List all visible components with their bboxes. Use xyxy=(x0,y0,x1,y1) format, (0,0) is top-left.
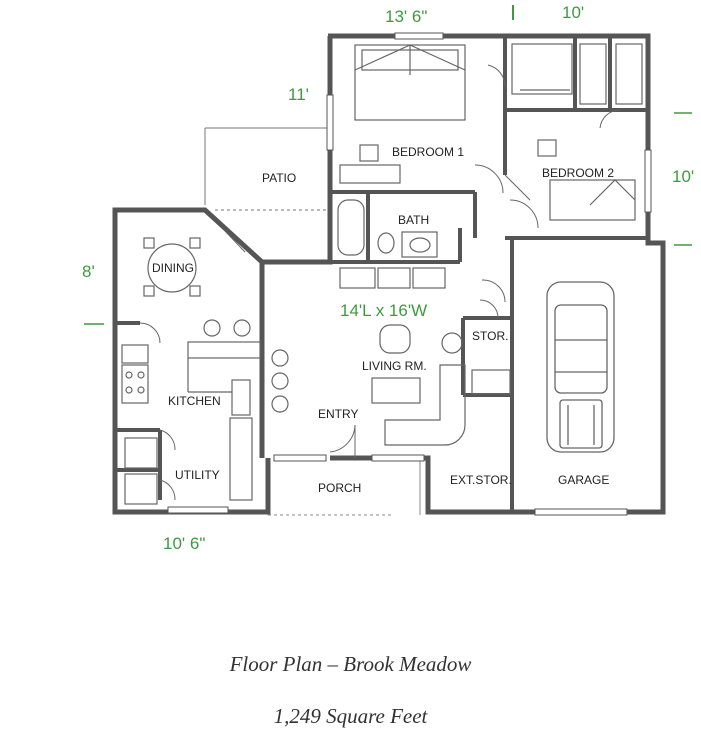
exterior-walls xyxy=(112,33,666,515)
label-stor: STOR. xyxy=(472,329,508,343)
label-ext-stor: EXT.STOR. xyxy=(450,473,512,487)
label-bath: BATH xyxy=(398,213,429,227)
interior-walls xyxy=(115,36,648,512)
bath-fixtures xyxy=(337,199,438,258)
label-garage: GARAGE xyxy=(558,473,609,487)
patio-area xyxy=(204,127,329,211)
label-kitchen: KITCHEN xyxy=(168,394,221,408)
dining-table xyxy=(143,237,201,297)
garage-car xyxy=(546,281,615,453)
dim-bottom: 10' 6" xyxy=(163,534,205,553)
label-utility: UTILITY xyxy=(175,468,220,482)
bedroom2-bed xyxy=(537,139,636,221)
door-swings xyxy=(139,64,621,501)
closets xyxy=(511,43,643,105)
label-bedroom1: BEDROOM 1 xyxy=(392,145,464,159)
dim-top-right: 10' xyxy=(562,3,584,22)
plan-title: Floor Plan – Brook Meadow xyxy=(229,652,472,676)
label-living: LIVING RM. xyxy=(362,359,427,373)
plan-area: 1,249 Square Feet xyxy=(273,704,428,728)
dim-right-bedroom: 10' xyxy=(672,167,694,186)
label-dining: DINING xyxy=(152,261,194,275)
dim-left-bedroom: 11' xyxy=(288,85,309,104)
label-entry: ENTRY xyxy=(318,407,358,421)
dim-living: 14'L x 16'W xyxy=(340,301,427,320)
ext-storage-shelf xyxy=(471,369,511,395)
windows xyxy=(167,32,652,516)
kitchen-fixtures xyxy=(121,319,289,501)
dim-top-left: 13' 6" xyxy=(385,7,427,26)
label-bedroom2: BEDROOM 2 xyxy=(542,166,614,180)
label-porch: PORCH xyxy=(318,481,361,495)
dim-left-dining: 8' xyxy=(82,262,95,281)
utility-appliances xyxy=(124,437,158,505)
living-furniture xyxy=(339,267,466,446)
bedroom1-bed xyxy=(339,44,466,184)
label-patio: PATIO xyxy=(262,171,296,185)
